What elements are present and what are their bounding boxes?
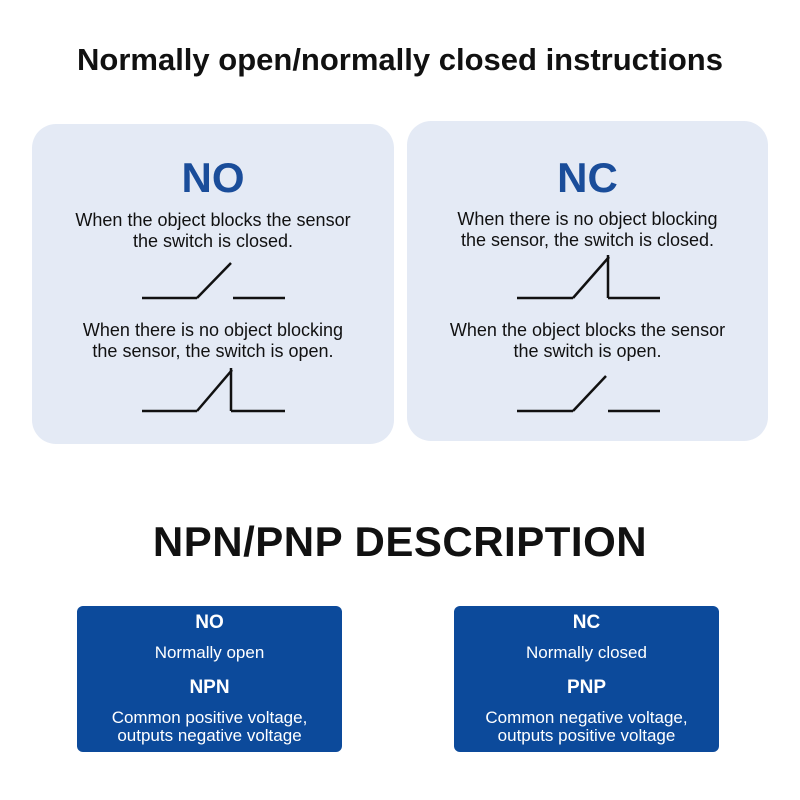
nc-open-line-1: When the object blocks the sensor [449, 320, 726, 340]
open-switch-symbol [142, 262, 285, 300]
nc-closed-description: When there is no object blocking the sen… [407, 209, 768, 251]
card-type-description: Common positive voltage, outputs negativ… [77, 709, 342, 745]
nc-open-description: When the object blocks the sensor the sw… [407, 320, 768, 362]
no-open-description: When there is no object blocking the sen… [32, 320, 394, 362]
card-contact-label: NC [572, 612, 601, 633]
nc-panel: NC When there is no object blocking the … [407, 121, 768, 441]
card-contact-description: Normally closed [526, 643, 647, 662]
open-switch-symbol [517, 375, 660, 413]
card-contact-label: NO [195, 612, 224, 633]
card-type-description: Common negative voltage, outputs positiv… [454, 709, 719, 745]
card-type-label: NPN [189, 677, 230, 698]
page-title: Normally open/normally closed instructio… [77, 42, 723, 77]
pnp-card: NC Normally closed PNP Common negative v… [454, 606, 719, 752]
section-title: NPN/PNP DESCRIPTION [152, 518, 648, 565]
no-open-line-2: the sensor, the switch is open. [92, 341, 334, 361]
no-closed-line-2: the switch is closed. [132, 231, 294, 251]
no-closed-description: When the object blocks the sensor the sw… [32, 210, 394, 252]
card-type-line-2: outputs positive voltage [497, 726, 676, 745]
no-heading: NO [181, 154, 245, 201]
nc-heading: NC [557, 154, 618, 201]
nc-closed-line-1: When there is no object blocking [457, 209, 718, 229]
no-open-line-1: When there is no object blocking [82, 320, 344, 340]
card-type-label: PNP [566, 677, 607, 698]
card-type-line-1: Common negative voltage, [485, 708, 688, 727]
no-panel: NO When the object blocks the sensor the… [32, 124, 394, 444]
nc-closed-line-2: the sensor, the switch is closed. [460, 230, 715, 250]
card-type-line-1: Common positive voltage, [111, 708, 308, 727]
no-closed-line-1: When the object blocks the sensor [75, 210, 351, 230]
card-type-line-2: outputs negative voltage [117, 726, 302, 745]
closed-switch-symbol [142, 368, 285, 413]
npn-card: NO Normally open NPN Common positive vol… [77, 606, 342, 752]
card-contact-description: Normally open [154, 643, 265, 662]
closed-switch-symbol [517, 255, 660, 300]
nc-open-line-2: the switch is open. [513, 341, 662, 361]
